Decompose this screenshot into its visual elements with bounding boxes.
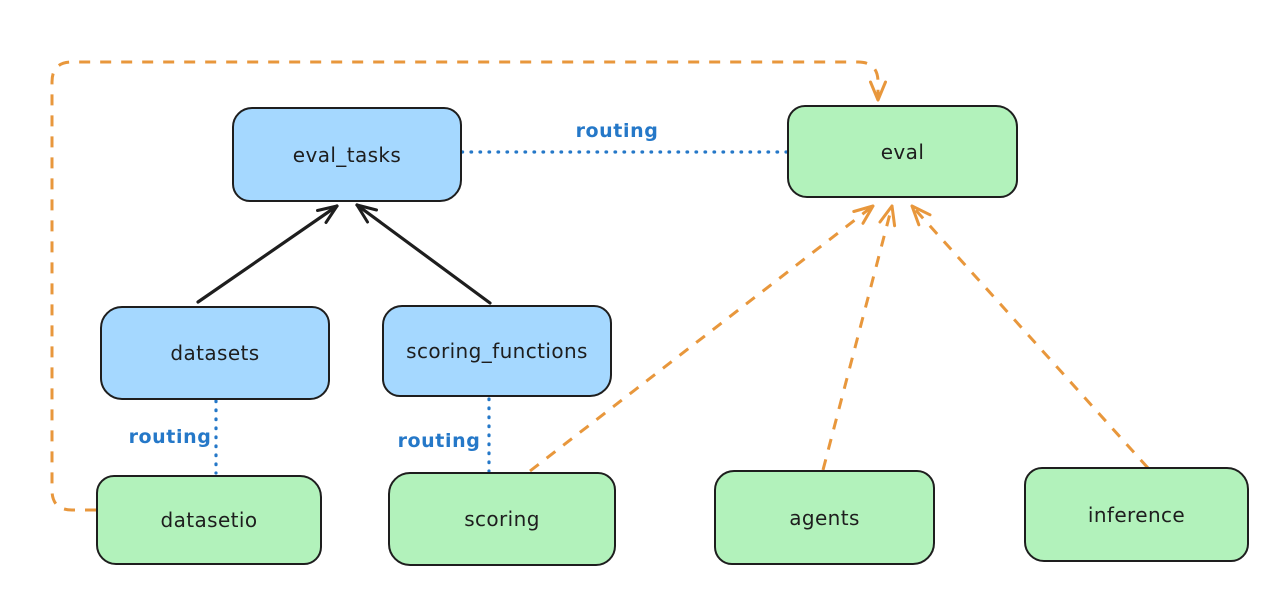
node-datasetio-label: datasetio <box>160 508 258 532</box>
node-eval-tasks-label: eval_tasks <box>292 142 402 167</box>
node-agents[interactable]: agents <box>714 470 935 565</box>
edge-datasets-to-eval-tasks <box>196 204 339 304</box>
node-datasetio[interactable]: datasetio <box>96 475 322 565</box>
node-inference-label: inference <box>1087 502 1186 527</box>
node-eval[interactable]: eval <box>787 105 1018 198</box>
routing-label-eval-tasks-eval: routing <box>575 120 659 142</box>
node-scoring[interactable]: scoring <box>388 472 616 566</box>
edge-scoring-to-eval <box>529 204 875 473</box>
node-agents-label: agents <box>789 505 860 530</box>
node-eval-tasks[interactable]: eval_tasks <box>232 107 462 202</box>
node-scoring-label: scoring <box>464 507 540 531</box>
node-datasets[interactable]: datasets <box>100 306 330 400</box>
node-inference[interactable]: inference <box>1024 467 1249 562</box>
node-eval-label: eval <box>880 139 925 164</box>
routing-label-scoring-functions-scoring: routing <box>397 430 481 452</box>
edge-inference-to-eval <box>910 204 1150 470</box>
routing-label-datasets-datasetio: routing <box>128 426 212 448</box>
edge-datasetio-to-eval <box>50 60 887 512</box>
node-datasets-label: datasets <box>170 341 260 365</box>
edge-scoring-functions-to-eval-tasks <box>355 203 492 305</box>
node-scoring-functions-label: scoring_functions <box>406 339 588 363</box>
edge-agents-to-eval <box>821 204 897 471</box>
node-scoring-functions[interactable]: scoring_functions <box>382 305 612 397</box>
